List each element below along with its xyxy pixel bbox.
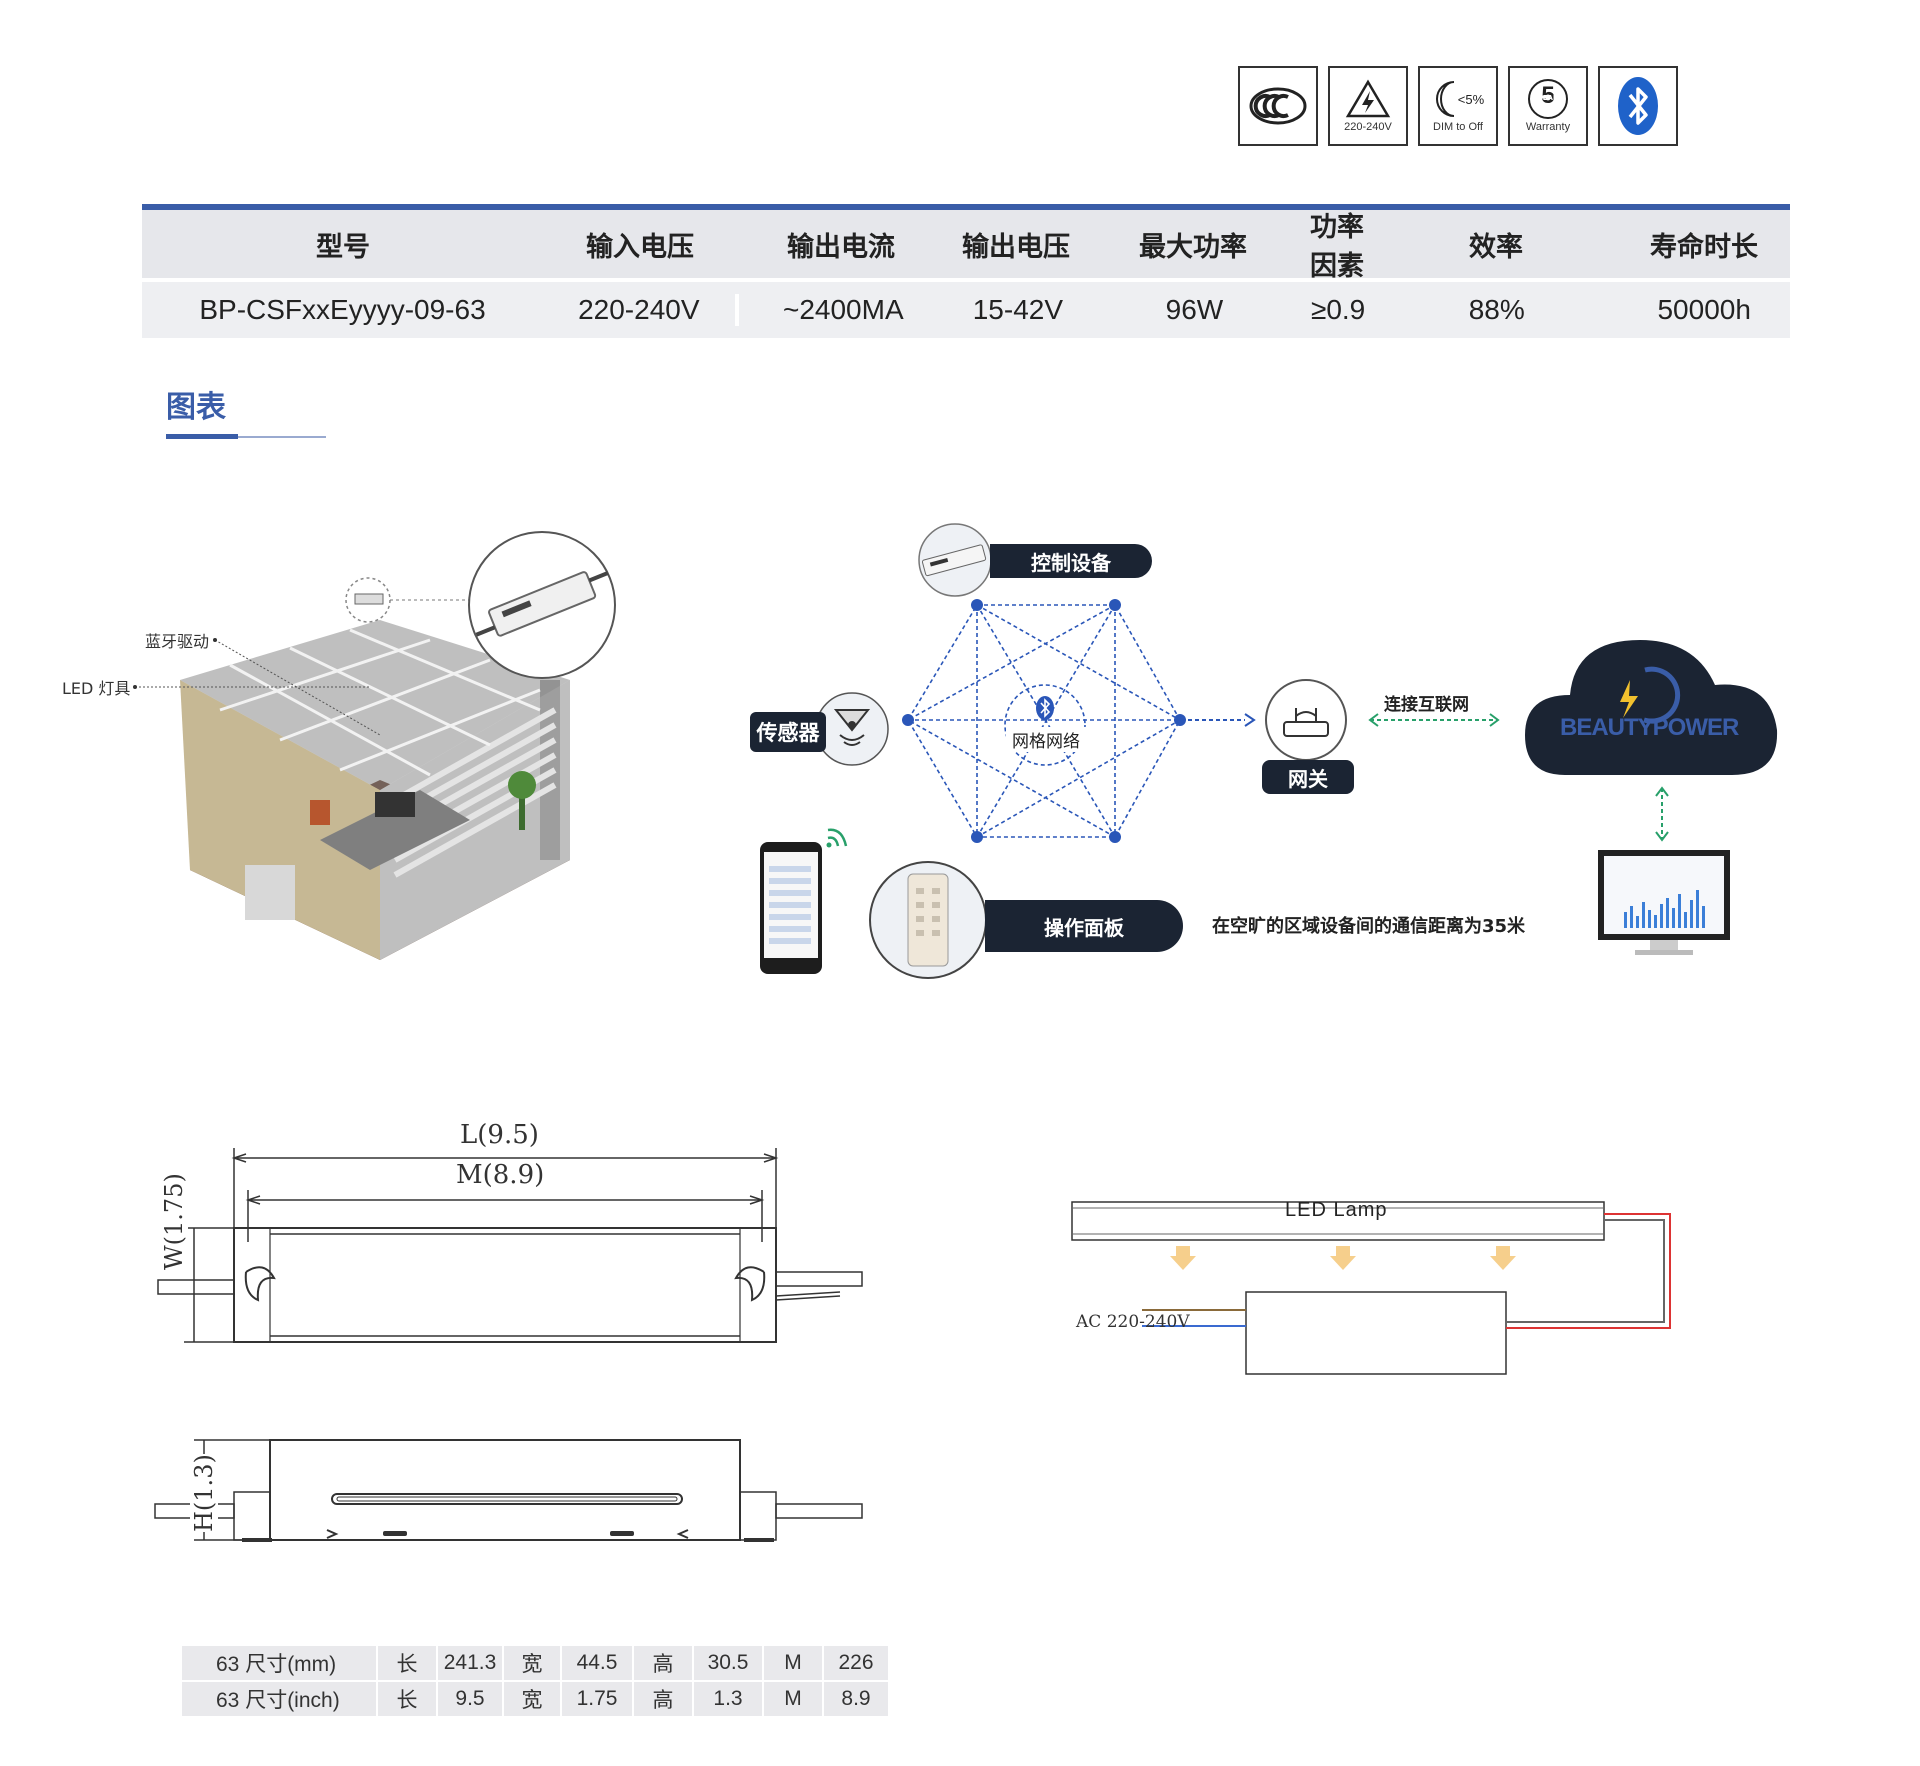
wiring-ac-label: AC 220-240V	[1076, 1312, 1190, 1332]
dim-cell: 高	[634, 1682, 694, 1718]
bluetooth-icon	[1618, 77, 1658, 135]
value-efficiency: 88%	[1468, 294, 1525, 325]
section-underline	[166, 436, 326, 438]
dim-cell: M	[764, 1682, 824, 1718]
dim-label-m: M(8.9)	[452, 1160, 549, 1190]
warranty-badge: 5 YEAR Warranty	[1508, 66, 1588, 146]
light-arrow-icons	[1170, 1246, 1516, 1270]
ccc-badge	[1238, 66, 1318, 146]
dim-cell: 长	[378, 1682, 438, 1718]
dim-percent: <5%	[1457, 91, 1485, 107]
value-max-power: 96W	[1165, 294, 1224, 325]
spec-table-header: 型号 输入电压 输出电流 输出电压 最大功率 功率因素 效率 寿命时长	[142, 210, 1790, 282]
dim-cell: 30.5	[694, 1646, 764, 1682]
wiring-diagram	[1071, 1201, 1671, 1375]
voltage-badge-label: 220-240V	[1344, 121, 1392, 133]
voltage-badge: 220-240V	[1328, 66, 1408, 146]
value-output-voltage: 15-42V	[972, 294, 1064, 325]
dim-cell: 1.3	[694, 1682, 764, 1718]
pill-operation-panel: 操作面板	[985, 900, 1183, 952]
bluetooth-badge	[1598, 66, 1678, 146]
dim-cell: 44.5	[562, 1646, 634, 1682]
label-bluetooth-driver: 蓝牙驱动	[145, 632, 210, 651]
warranty-icon: 5 YEAR	[1528, 79, 1568, 119]
brand-name: BEAUTYPOWER	[1560, 714, 1739, 741]
dim-cell: 241.3	[438, 1646, 504, 1682]
high-voltage-icon	[1345, 79, 1391, 118]
label-led-lamp: LED 灯具	[62, 679, 131, 698]
header-output-voltage: 输出电压	[962, 231, 1070, 263]
dim-badge-label: DIM to Off	[1433, 121, 1483, 133]
dim-cell: 226	[824, 1646, 890, 1682]
pill-sensor: 传感器	[750, 712, 826, 752]
header-output-current: 输出电流	[787, 231, 895, 263]
label-mesh-network: 网格网络	[1006, 727, 1086, 752]
header-power-factor: 功率因素	[1310, 212, 1364, 282]
dimension-table: 63 尺寸(mm) 长 241.3 宽 44.5 高 30.5 M 226 63…	[182, 1646, 890, 1718]
dim-cell: M	[764, 1646, 824, 1682]
network-diagram	[760, 523, 1778, 979]
dim-cell: 8.9	[824, 1682, 890, 1718]
value-output-current: ~2400MA	[734, 294, 948, 326]
warranty-badge-label: Warranty	[1525, 121, 1571, 133]
table-row: 63 尺寸(inch) 长 9.5 宽 1.75 高 1.3 M 8.9	[182, 1682, 890, 1718]
room-illustration	[133, 531, 616, 960]
wiring-lamp-label: LED Lamp	[1285, 1199, 1388, 1221]
certification-badges: 220-240V <5% DIM to Off 5 YEAR Warranty	[1238, 66, 1678, 146]
section-underline-accent	[166, 434, 238, 439]
dim-badge: <5% DIM to Off	[1418, 66, 1498, 146]
dim-moon-icon	[1435, 81, 1454, 117]
value-model: BP-CSFxxEyyyy-09-63	[199, 294, 486, 325]
dim-cell: 1.75	[562, 1682, 634, 1718]
warranty-years: 5	[1541, 82, 1555, 109]
pill-gateway: 网关	[1262, 760, 1354, 794]
value-input-voltage: 220-240V	[578, 294, 700, 325]
dim-cell: 高	[634, 1646, 694, 1682]
ccc-icon	[1249, 87, 1307, 125]
value-lifetime: 50000h	[1657, 294, 1751, 325]
dim-cell: 长	[378, 1646, 438, 1682]
spec-table-row: BP-CSFxxEyyyy-09-63 220-240V ~2400MA 15-…	[142, 282, 1790, 338]
brand-logo-icon	[1620, 666, 1681, 724]
spec-table: 型号 输入电压 输出电流 输出电压 最大功率 功率因素 效率 寿命时长 BP-C…	[142, 204, 1790, 338]
section-title: 图表	[166, 390, 226, 425]
distance-note: 在空旷的区域设备间的通信距离为35米	[1212, 916, 1526, 937]
dimension-drawing	[154, 1148, 863, 1542]
dim-label-length: L(9.5)	[460, 1120, 539, 1150]
table-row: 63 尺寸(mm) 长 241.3 宽 44.5 高 30.5 M 226	[182, 1646, 890, 1682]
warranty-year-text: YEAR	[1537, 94, 1559, 102]
dim-cell: 9.5	[438, 1682, 504, 1718]
header-efficiency: 效率	[1469, 231, 1523, 263]
header-max-power: 最大功率	[1139, 231, 1247, 263]
dim-label-height: H(1.3)	[190, 1454, 218, 1532]
dim-cell: 63 尺寸(mm)	[182, 1646, 378, 1682]
spec-table-top-bar	[142, 204, 1790, 210]
pill-control-device: 控制设备	[990, 544, 1152, 578]
dim-cell: 63 尺寸(inch)	[182, 1682, 378, 1718]
dim-cell: 宽	[504, 1646, 562, 1682]
header-model: 型号	[316, 231, 370, 263]
header-lifetime: 寿命时长	[1650, 231, 1758, 263]
label-internet: 连接互联网	[1384, 695, 1469, 715]
wifi-signal-icon	[826, 828, 848, 848]
header-input-voltage: 输入电压	[586, 231, 694, 263]
dim-cell: 宽	[504, 1682, 562, 1718]
dim-label-width: W(1.75)	[160, 1173, 188, 1270]
value-power-factor: ≥0.9	[1310, 294, 1366, 325]
